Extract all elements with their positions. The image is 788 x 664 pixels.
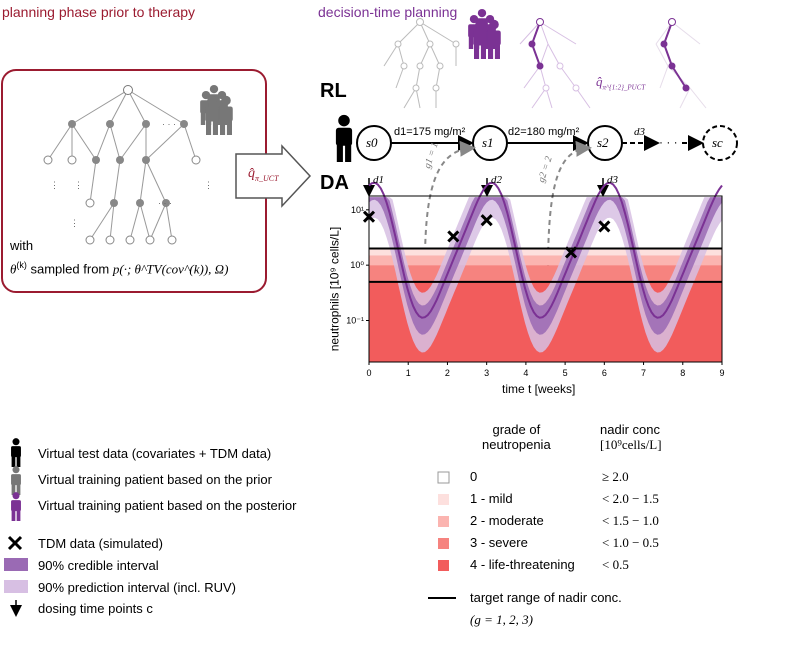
svg-text:⋮: ⋮ xyxy=(70,218,79,228)
dose-d2: d2=180 mg/m² xyxy=(508,126,580,138)
grade-band-2 xyxy=(369,255,722,266)
x-tick-label-8: 8 xyxy=(680,368,685,378)
grade4-label: 4 - life-threatening xyxy=(470,557,575,572)
state-sc: sc xyxy=(712,135,723,150)
legend-label-credible: 90% credible interval xyxy=(38,558,159,573)
posterior-mean-line xyxy=(368,181,723,319)
svg-text:· · ·: · · · xyxy=(162,119,176,129)
grade-band-3 xyxy=(369,265,722,282)
legend-gray-person-icon xyxy=(11,466,21,495)
legend-label-posterior: Virtual training patient based on the po… xyxy=(38,498,297,513)
legend-label-dosing: dosing time points c xyxy=(38,601,153,616)
da-label: DA xyxy=(320,172,349,194)
decision-tree-nodes xyxy=(394,18,690,92)
with-label: with xyxy=(10,238,34,253)
tdm-point-3 xyxy=(480,214,493,227)
chain-dots: · · · xyxy=(659,135,678,149)
legend-label-test-data: Virtual test data (covariates + TDM data… xyxy=(38,446,272,461)
left-header: planning phase prior to therapy xyxy=(2,4,196,20)
svg-text:⋮: ⋮ xyxy=(74,180,83,190)
legend-label-tdm: TDM data (simulated) xyxy=(38,536,163,551)
grade2-conc: < 1.5 − 1.0 xyxy=(602,513,659,528)
legend-col1-header: grade of neutropenia xyxy=(482,422,551,452)
puct-policy-label: q̂π^{1:2}_PUCT xyxy=(596,74,646,92)
grade1-swatch xyxy=(438,494,449,505)
legend-label-prior: Virtual training patient based on the pr… xyxy=(38,472,272,487)
state-s0: s0 xyxy=(366,135,378,150)
chart-xlabel: time t [weeks] xyxy=(502,382,576,396)
left-search-tree xyxy=(47,89,197,241)
right-header: decision-time planning xyxy=(318,4,458,20)
legend-black-person-icon xyxy=(11,438,21,467)
tdm-point-5 xyxy=(598,220,611,233)
x-tick-label-9: 9 xyxy=(719,368,724,378)
da-d2: d2 xyxy=(491,174,502,186)
test-patient-icon xyxy=(335,114,353,162)
grade0-swatch xyxy=(437,471,450,484)
legend-label-prediction: 90% prediction interval (incl. RUV) xyxy=(38,580,236,595)
grade2-label: 2 - moderate xyxy=(470,513,544,528)
chart-frame xyxy=(368,195,723,363)
legend-purple-person-icon xyxy=(11,492,21,521)
block-arrow xyxy=(235,144,312,208)
decision-path-3 xyxy=(663,21,687,89)
svg-text:⋮: ⋮ xyxy=(50,180,59,190)
state-s2: s2 xyxy=(597,135,609,150)
y-tick-label-1: 10⁰ xyxy=(350,260,364,270)
decision-tree-3 xyxy=(655,21,707,109)
x-tick-label-3: 3 xyxy=(484,368,489,378)
neutrophil-chart: 0 1 2 3 4 5 6 7 8 9 10¹ 10⁰ 10⁻¹ xyxy=(346,181,725,378)
legend-col2-header: nadir conc [10⁹cells/L] xyxy=(600,422,662,452)
purple-crowd-icon xyxy=(468,9,501,59)
da-d3: d3 xyxy=(607,174,618,186)
state-s1: s1 xyxy=(482,135,494,150)
credible-interval xyxy=(369,197,722,335)
x-tick-label-5: 5 xyxy=(563,368,568,378)
legend-prediction-swatch xyxy=(4,580,28,593)
legend-credible-swatch xyxy=(4,558,28,571)
sampled-formula: θ(k) sampled from p(·; θ^TV(cov^(k)), Ω) xyxy=(10,260,229,277)
grade0-conc: ≥ 2.0 xyxy=(602,469,629,484)
x-tick-label-1: 1 xyxy=(406,368,411,378)
x-tick-label-4: 4 xyxy=(523,368,528,378)
uct-policy-label: q̂π_UCT xyxy=(248,166,279,183)
grade4-swatch xyxy=(438,560,449,571)
grade3-conc: < 1.0 − 0.5 xyxy=(602,535,659,550)
tdm-point-1 xyxy=(362,210,376,223)
prediction-interval xyxy=(369,197,722,353)
feedback-curve-2 xyxy=(547,140,592,271)
grade1-label: 1 - mild xyxy=(470,491,513,506)
y-tick-label-0: 10¹ xyxy=(351,205,364,215)
tdm-point-4 xyxy=(564,246,578,259)
svg-text:⋮: ⋮ xyxy=(204,180,213,190)
x-tick-label-0: 0 xyxy=(366,368,371,378)
decision-tree-2 xyxy=(519,21,591,109)
grade3-swatch xyxy=(438,538,449,549)
x-tick-label-7: 7 xyxy=(641,368,646,378)
dose-d3: d3 xyxy=(634,126,645,138)
svg-text:· · ·: · · · xyxy=(158,198,172,208)
tdm-point-2 xyxy=(447,230,460,243)
grade0-label: 0 xyxy=(470,469,478,484)
x-tick-label-2: 2 xyxy=(445,368,450,378)
grade2-swatch xyxy=(438,516,449,527)
gray-crowd-icon xyxy=(200,85,233,135)
dose-d1: d1=175 mg/m² xyxy=(394,126,466,138)
chart-ylabel: neutrophils [10⁹ cells/L] xyxy=(327,226,342,352)
rl-label: RL xyxy=(320,80,347,102)
target-range-label: target range of nadir conc. xyxy=(470,590,622,605)
grade3-label: 3 - severe xyxy=(470,535,528,550)
da-d1: d1 xyxy=(373,174,384,186)
grade-band-1 xyxy=(369,248,722,256)
y-tick-label-2: 10⁻¹ xyxy=(346,316,364,326)
grade1-conc: < 2.0 − 1.5 xyxy=(602,491,659,506)
grade4-conc: < 0.5 xyxy=(602,557,629,572)
x-tick-label-6: 6 xyxy=(602,368,607,378)
legend-cross-icon xyxy=(7,535,23,551)
left-tree-nodes: · · · · · · ⋮ ⋮ ⋮ ⋮ xyxy=(43,85,213,245)
target-range-sub: (g = 1, 2, 3) xyxy=(470,612,533,627)
